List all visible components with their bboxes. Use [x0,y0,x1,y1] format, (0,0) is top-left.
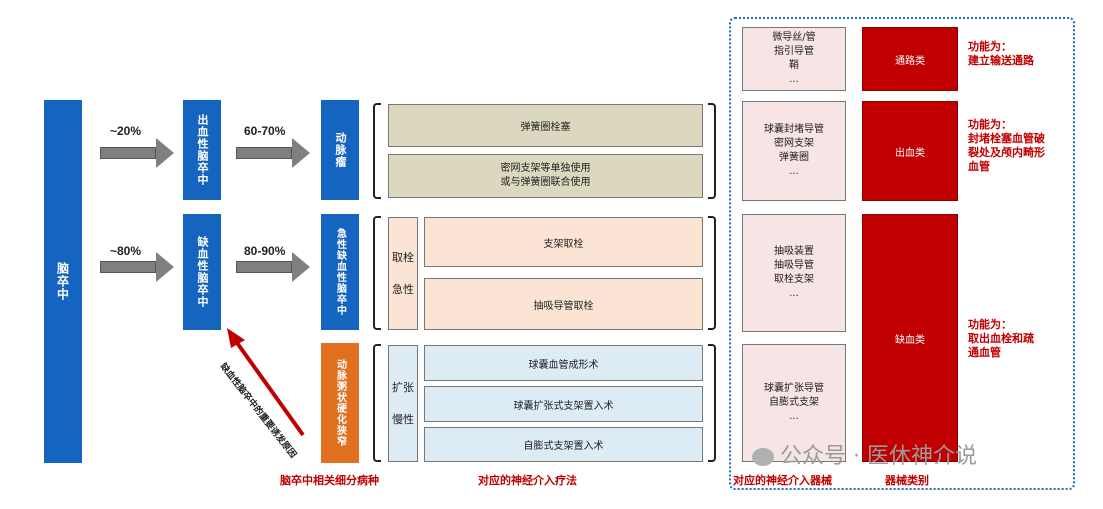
category-ischemic-label: 缺血类 [895,334,925,346]
wechat-icon [752,448,774,466]
brace-right-1 [708,103,716,199]
device-hemorrhagic: 球囊封堵导管 密网支架 弹簧圈 ... [742,101,846,201]
therapy-aspiration: 抽吸导管取栓 [424,278,703,330]
acute-percent: 80-90% [244,244,286,258]
watermark-text: 公众号 · 医休神介说 [780,444,977,469]
hem-arrow [100,138,174,168]
device-access-label: 微导丝/管 指引导管 鞘 ... [772,32,816,85]
isch-percent: ~80% [110,244,142,258]
brace-left-1 [373,103,381,199]
device-access: 微导丝/管 指引导管 鞘 ... [742,27,846,91]
device-hemorrhagic-label: 球囊封堵导管 密网支架 弹簧圈 ... [764,124,824,177]
brace-left-3 [373,344,381,462]
brace-right-3 [708,344,716,462]
therapy-coil-label: 弹簧圈栓塞 [520,122,571,133]
therapy-self-expanding-stent-label: 自膨式支架置入术 [523,441,604,452]
category-hemorrhagic: 出血类 [862,101,958,201]
watermark: 公众号 · 医休神介说 [752,438,977,470]
aneurysm-percent: 60-70% [244,124,286,138]
acute-ischemic-box: 急性缺血性脑卒中 [321,214,359,330]
device-thrombectomy-label: 抽吸装置 抽吸导管 取栓支架 ... [774,246,814,299]
therapy-balloon-stent: 球囊扩张式支架置入术 [424,386,703,422]
therapy-angioplasty: 球囊血管成形术 [424,345,703,381]
hemorrhagic-stroke-box: 出血性脑卒中 [183,100,221,200]
therapy-self-expanding-stent: 自膨式支架置入术 [424,427,703,462]
caption-disease: 脑卒中相关细分病种 [280,474,379,487]
therapy-aspiration-label: 抽吸导管取栓 [533,300,594,312]
stroke-box: 脑卒中 [44,100,82,463]
chronic-dilation-label: 扩张 慢性 [392,380,414,426]
function-ischemic: 功能为： 取出血栓和疏 通血管 [968,318,1034,359]
ischemic-stroke-box: 缺血性脑卒中 [183,214,221,330]
therapy-stent-retriever-label: 支架取栓 [543,238,584,250]
isch-arrow [100,252,174,282]
device-dilation: 球囊扩张导管 自膨式支架 ... [742,344,846,462]
therapy-angioplasty-label: 球囊血管成形术 [528,359,599,371]
hemorrhagic-stroke-label: 出血性脑卒中 [196,114,209,186]
brace-left-2 [373,216,381,330]
chronic-dilation-label-box: 扩张 慢性 [388,345,418,462]
caption-device: 对应的神经介入器械 [733,474,832,487]
hem-percent: ~20% [110,124,142,138]
red-induce-arrow [227,328,305,437]
stroke-label: 脑卒中 [55,262,70,301]
acute-arrow [236,252,310,282]
atherosclerosis-label: 动脉粥状硬化狭窄 [334,359,346,447]
aneurysm-arrow [236,138,310,168]
caption-category: 器械类别 [885,474,929,487]
device-thrombectomy: 抽吸装置 抽吸导管 取栓支架 ... [742,214,846,332]
acute-ischemic-label: 急性缺血性脑卒中 [334,228,346,316]
therapy-flow-diverter: 密网支架等单独使用 或与弹簧圈联合使用 [388,154,703,198]
function-hemorrhagic: 功能为： 封堵栓塞血管破 裂处及颅内畸形 血管 [968,118,1045,173]
category-hemorrhagic-label: 出血类 [895,147,925,159]
therapy-stent-retriever: 支架取栓 [424,217,703,267]
device-region [729,17,1075,490]
category-ischemic: 缺血类 [862,214,958,462]
brace-right-2 [708,216,716,330]
aneurysm-label: 动脉瘤 [334,132,347,168]
therapy-balloon-stent-label: 球囊扩张式支架置入术 [513,400,614,412]
function-access: 功能为： 建立输送通路 [968,40,1034,67]
acute-thrombectomy-label-box: 取栓 急性 [388,217,418,330]
therapy-flow-diverter-label: 密网支架等单独使用 或与弹簧圈联合使用 [500,163,591,188]
atherosclerosis-box: 动脉粥状硬化狭窄 [321,343,359,463]
device-dilation-label: 球囊扩张导管 自膨式支架 ... [764,383,824,422]
acute-thrombectomy-label: 取栓 急性 [392,250,414,296]
category-access-label: 通路类 [895,55,925,67]
category-access: 通路类 [862,27,958,91]
aneurysm-box: 动脉瘤 [321,100,359,200]
therapy-coil: 弹簧圈栓塞 [388,104,703,147]
caption-therapy: 对应的神经介入疗法 [478,474,577,487]
ischemic-stroke-label: 缺血性脑卒中 [196,236,209,308]
